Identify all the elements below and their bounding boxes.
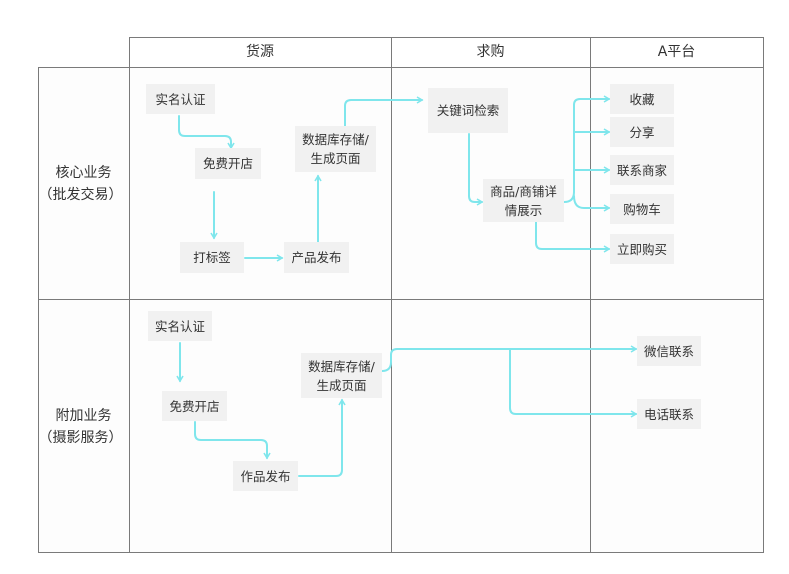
grid-top-border [129, 37, 764, 38]
node-platform-cart: 购物车 [610, 194, 674, 224]
column-header-source: 货源 [246, 44, 274, 60]
grid-bottom-border [38, 552, 764, 553]
grid-row-divider [38, 299, 764, 300]
column-header-buyer: 求购 [476, 44, 505, 60]
grid-header-bottom [38, 67, 764, 68]
node-extra-free-open-store: 免费开店 [162, 391, 227, 421]
node-extra-db-store-line2: 生成页面 [316, 377, 367, 393]
node-platform-contact-seller: 联系商家 [610, 155, 674, 185]
node-core-real-name-verify: 实名认证 [146, 84, 215, 114]
column-header-platform: A平台 [657, 44, 696, 60]
grid-left-border [38, 67, 39, 553]
row-label-extra: 附加业务 （摄影服务） [38, 405, 129, 449]
node-platform-buy-now: 立即购买 [610, 234, 674, 264]
arrow-extra-open-store-to-publish [194, 421, 271, 460]
node-core-detail-line1: 商品/商铺详 [490, 183, 557, 199]
arrow-store-to-search [344, 96, 424, 127]
node-extra-db-store-line1: 数据库存储/ [308, 358, 375, 374]
arrow-verify-to-open-store [178, 115, 235, 150]
node-core-db-store-line1: 数据库存储/ [302, 132, 369, 147]
arrow-extra-store-to-wechat [381, 345, 638, 372]
grid-col-divider-2 [391, 37, 392, 553]
row-label-core-subtitle: （批发交易） [38, 187, 123, 203]
node-platform-favorite: 收藏 [610, 84, 674, 114]
arrow-extra-store-to-phone [509, 348, 638, 418]
node-extra-work-publish: 作品发布 [233, 461, 298, 491]
node-core-db-store-line2: 生成页面 [310, 151, 361, 166]
row-label-core-title: 核心业务 [55, 165, 112, 181]
arrow-detail-to-buy-now [535, 221, 611, 253]
node-core-tagging: 打标签 [180, 242, 244, 273]
arrow-extra-publish-to-store [298, 398, 346, 477]
node-platform-phone-contact: 电话联系 [637, 399, 701, 429]
grid-right-border [763, 37, 764, 553]
node-core-keyword-search: 关键词检索 [428, 88, 508, 133]
arrow-detail-to-cart [573, 195, 611, 212]
row-label-extra-subtitle: （摄影服务） [38, 430, 123, 446]
node-core-db-store-page: 数据库存储/ 生成页面 [295, 126, 376, 172]
node-extra-real-name-verify: 实名认证 [148, 311, 212, 341]
arrow-detail-to-favorite [563, 95, 611, 203]
arrow-search-to-detail [468, 133, 484, 206]
node-core-product-publish: 产品发布 [284, 242, 349, 273]
row-label-extra-title: 附加业务 [55, 408, 112, 424]
node-core-free-open-store: 免费开店 [195, 148, 261, 179]
grid-col-divider-1 [129, 37, 130, 553]
row-label-core: 核心业务 （批发交易） [38, 162, 129, 206]
node-platform-share: 分享 [610, 117, 674, 147]
table-background [38, 67, 763, 552]
grid-col-divider-3 [590, 37, 591, 553]
node-core-product-store-detail: 商品/商铺详 情展示 [483, 179, 564, 222]
node-extra-db-store-page: 数据库存储/ 生成页面 [301, 353, 382, 398]
node-platform-wechat-contact: 微信联系 [637, 336, 701, 366]
node-core-detail-line2: 情展示 [504, 202, 543, 218]
